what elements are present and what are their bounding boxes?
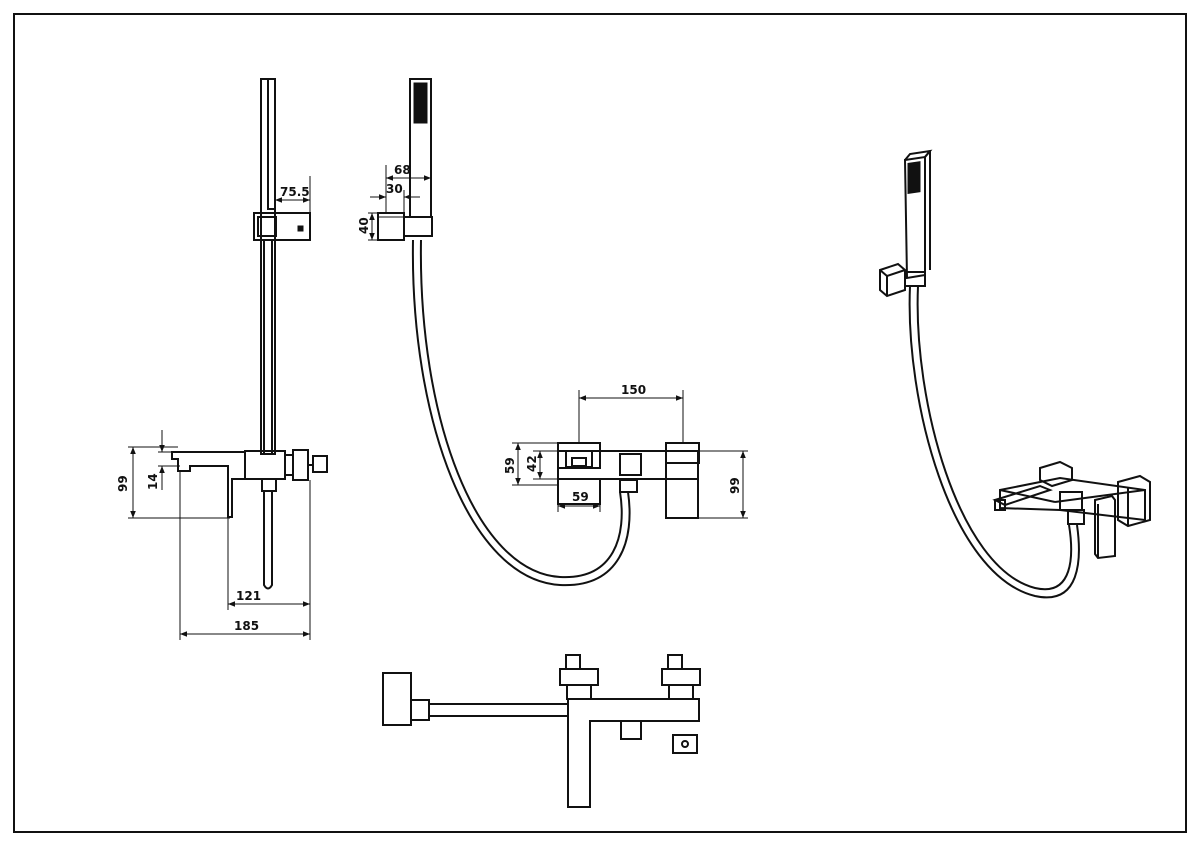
dim-bracket-width: 75.5 bbox=[280, 185, 310, 199]
dim-spout-height: 14 bbox=[146, 473, 160, 490]
dim-holder-height: 40 bbox=[357, 217, 371, 234]
dim-total-height-right: 99 bbox=[728, 477, 742, 494]
dim-total-height-left: 99 bbox=[116, 475, 130, 492]
dim-body-height: 59 bbox=[503, 457, 517, 474]
dim-body-width: 59 bbox=[572, 490, 589, 504]
top-view bbox=[382, 654, 701, 808]
dim-center-distance: 150 bbox=[621, 383, 646, 397]
dim-total-depth: 185 bbox=[234, 619, 259, 633]
dim-handle-height: 42 bbox=[525, 455, 539, 472]
side-view: 75.5 99 14 121 185 bbox=[116, 78, 328, 640]
perspective-view bbox=[879, 149, 1151, 599]
dim-spout-depth: 121 bbox=[236, 589, 261, 603]
dim-holder-width: 68 bbox=[394, 163, 411, 177]
dim-holder-offset: 30 bbox=[386, 182, 403, 196]
front-view: 68 30 40 150 59 42 59 99 bbox=[357, 78, 748, 587]
drawing-frame bbox=[13, 13, 1187, 833]
